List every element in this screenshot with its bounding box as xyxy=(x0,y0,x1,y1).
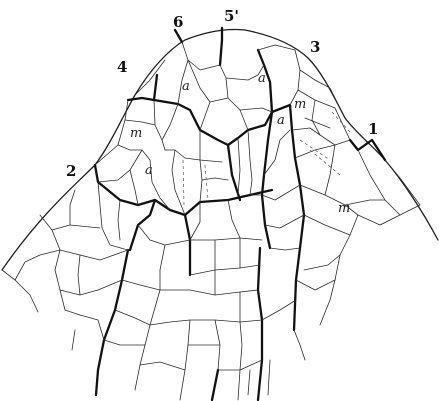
cell-letter-m-lower-right: m xyxy=(338,201,350,216)
layer-number-2: 2 xyxy=(66,162,76,180)
cell-letter-a-left: a xyxy=(145,163,153,178)
cell-letter-a-right: a xyxy=(277,113,285,128)
cell-letter-a-upper-left: a xyxy=(182,79,190,94)
cell-letter-m-left: m xyxy=(130,126,142,141)
layer-number-4: 4 xyxy=(117,58,127,76)
layer-number-5-prime: 5' xyxy=(224,7,239,25)
cell-letter-m-upper-right: m xyxy=(294,97,306,112)
thin-walls xyxy=(2,42,420,400)
layer-number-3: 3 xyxy=(310,38,320,56)
layer-number-1: 1 xyxy=(368,120,378,138)
layer-number-6: 6 xyxy=(173,13,183,31)
cell-letter-a-upper-right: a xyxy=(258,71,266,86)
